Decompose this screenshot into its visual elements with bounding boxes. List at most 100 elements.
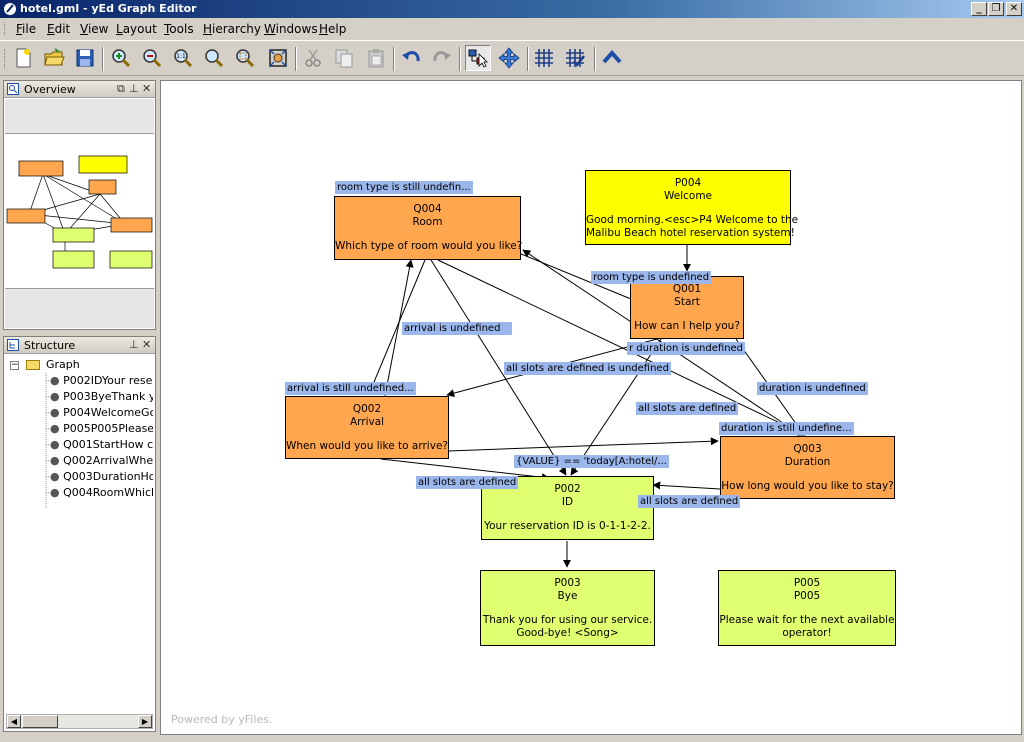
toolbar-separator	[527, 47, 529, 71]
node-bullet-icon: ●	[50, 422, 60, 435]
cut-button[interactable]	[300, 45, 326, 71]
edge-label[interactable]: room type is undefined	[591, 271, 712, 284]
edge-q002-p002[interactable]	[380, 458, 550, 482]
panel-pin-icon[interactable]: ⊥	[129, 338, 139, 351]
panel-float-icon[interactable]: ⧉	[117, 82, 125, 95]
overview-viewport[interactable]	[5, 133, 154, 289]
node-text: Thank you for using our service.	[482, 614, 653, 626]
edge-label[interactable]: all slots are defined	[638, 495, 741, 508]
zoom-in-button[interactable]	[108, 45, 134, 71]
copy-button[interactable]	[331, 45, 357, 71]
edge-q001-q004[interactable]	[508, 248, 632, 300]
tree-root-graph[interactable]: − Graph	[10, 357, 80, 373]
new-document-button[interactable]	[10, 45, 36, 71]
tree-item[interactable]: ● Q001StartHow can I help you?	[50, 437, 153, 453]
save-button[interactable]	[72, 45, 98, 71]
tree-item-label: Q001StartHow can I help you?	[63, 438, 153, 451]
zoom-fit-button[interactable]	[201, 45, 227, 71]
node-p003-bye[interactable]: P003 Bye Thank you for using our service…	[480, 570, 655, 646]
graph-canvas[interactable]: P004 Welcome Good morning.<esc>P4 Welcom…	[160, 80, 1022, 735]
grid-button[interactable]	[531, 45, 557, 71]
edge-label[interactable]: duration is still undefine...	[719, 422, 854, 435]
node-p005[interactable]: P005 P005 Please wait for the next avail…	[718, 570, 896, 646]
edge-q004-q003[interactable]	[437, 259, 806, 436]
edge-label[interactable]: arrival is undefined	[402, 322, 512, 335]
menu-edit[interactable]: Edit	[47, 22, 71, 36]
scroll-left-icon[interactable]: ◀	[7, 715, 21, 728]
node-id: Q001	[672, 283, 702, 295]
scroll-thumb[interactable]	[22, 715, 58, 728]
scroll-right-icon[interactable]: ▶	[138, 715, 152, 728]
node-q002-arrival[interactable]: Q002 Arrival When would you like to arri…	[285, 396, 449, 459]
structure-panel-title: Structure	[24, 339, 76, 352]
menu-bar: File Edit View Layout Tools Hierarchy Wi…	[0, 18, 1024, 40]
redo-button[interactable]	[429, 45, 455, 71]
open-button[interactable]	[41, 45, 67, 71]
tree-item[interactable]: ● P003ByeThank you for using our service…	[50, 389, 153, 405]
edge-label[interactable]: all slots are defined	[636, 402, 739, 415]
menu-windows[interactable]: Windows	[264, 22, 318, 36]
edge-label[interactable]: {VALUE} == 'today[A:hotel/...	[514, 455, 669, 468]
undo-button[interactable]	[398, 45, 424, 71]
tree-item[interactable]: ● P005P005Please wait for the next avail…	[50, 421, 153, 437]
panel-pin-icon[interactable]: ⊥	[129, 82, 139, 95]
paste-button[interactable]	[363, 45, 389, 71]
edge-label[interactable]: all slots are defined is undefined	[504, 362, 671, 375]
edge-label[interactable]: all slots are defined	[416, 476, 519, 489]
tree-item[interactable]: ● P002IDYour reservation ID is 0-1-1-2-2…	[50, 373, 153, 389]
panel-close-icon[interactable]: ✕	[142, 338, 152, 351]
zoom-out-icon	[143, 49, 162, 68]
node-p002-id[interactable]: P002 ID Your reservation ID is 0-1-1-2-2…	[481, 476, 654, 540]
edge-q004-q002-a[interactable]	[368, 259, 426, 395]
structure-tree-icon	[7, 339, 19, 351]
edge-q001-p002[interactable]	[570, 338, 662, 476]
title-bar[interactable]: hotel.gml - yEd Graph Editor _ ❐ ✕	[0, 0, 1024, 18]
edge-label[interactable]: r duration is undefined	[627, 342, 746, 355]
close-button[interactable]: ✕	[1006, 2, 1022, 16]
tree-item-label: Q002ArrivalWhen would you like to arrive…	[63, 454, 153, 467]
zoom-actual-size-button[interactable]: 1:1	[170, 45, 196, 71]
restore-button[interactable]: ❐	[988, 2, 1004, 16]
snap-to-grid-button[interactable]	[562, 45, 588, 71]
tree-item-label: P002IDYour reservation ID is 0-1-1-2-2.	[63, 374, 153, 387]
menu-layout[interactable]: Layout	[116, 22, 157, 36]
zoom-area-button[interactable]	[232, 45, 258, 71]
zoom-out-button[interactable]	[139, 45, 165, 71]
edge-label[interactable]: duration is undefined	[757, 382, 868, 395]
node-p004-welcome[interactable]: P004 Welcome Good morning.<esc>P4 Welcom…	[585, 170, 798, 245]
node-q003-duration[interactable]: Q003 Duration How long would you like to…	[720, 436, 895, 499]
edge-q004-p002[interactable]	[430, 259, 567, 476]
tree-collapse-toggle-icon[interactable]: −	[10, 359, 19, 370]
edit-mode-button[interactable]	[465, 45, 491, 71]
menu-grip	[4, 22, 6, 35]
edge-label[interactable]: arrival is still undefined...	[285, 382, 416, 395]
fit-content-button[interactable]	[265, 45, 291, 71]
menu-help[interactable]: Help	[319, 22, 347, 36]
minimize-button[interactable]: _	[971, 2, 987, 16]
edge-label[interactable]: room type is still undefin...	[335, 181, 473, 194]
panel-close-icon[interactable]: ✕	[142, 82, 152, 95]
edge-q002-q003[interactable]	[447, 437, 719, 452]
toolbar-separator	[295, 47, 297, 71]
node-name: Welcome	[663, 190, 713, 202]
edge-q002-q004[interactable]	[384, 259, 414, 397]
overview-panel-title: Overview	[24, 83, 76, 96]
menu-hierarchy[interactable]: Hierarchy	[203, 22, 262, 36]
tree-item[interactable]: ● Q004RoomWhich type of room would you l…	[50, 485, 153, 501]
node-q001-start[interactable]: Q001 Start How can I help you?	[630, 276, 744, 339]
overview-panel: Overview ⧉ ⊥ ✕	[3, 80, 156, 330]
node-q004-room[interactable]: Q004 Room Which type of room would you l…	[334, 196, 522, 260]
overview-area[interactable]	[5, 99, 154, 328]
edge-q003-p002[interactable]	[652, 481, 721, 490]
structure-horizontal-scrollbar[interactable]: ◀ ▶	[6, 714, 153, 729]
menu-view[interactable]: View	[80, 22, 109, 36]
navigation-mode-button[interactable]	[496, 45, 522, 71]
collapse-group-button[interactable]	[599, 45, 625, 71]
node-bullet-icon: ●	[50, 454, 60, 467]
menu-tools[interactable]: Tools	[164, 22, 194, 36]
menu-file[interactable]: File	[16, 22, 37, 36]
node-text: How can I help you?	[634, 320, 740, 332]
tree-item[interactable]: ● Q002ArrivalWhen would you like to arri…	[50, 453, 153, 469]
